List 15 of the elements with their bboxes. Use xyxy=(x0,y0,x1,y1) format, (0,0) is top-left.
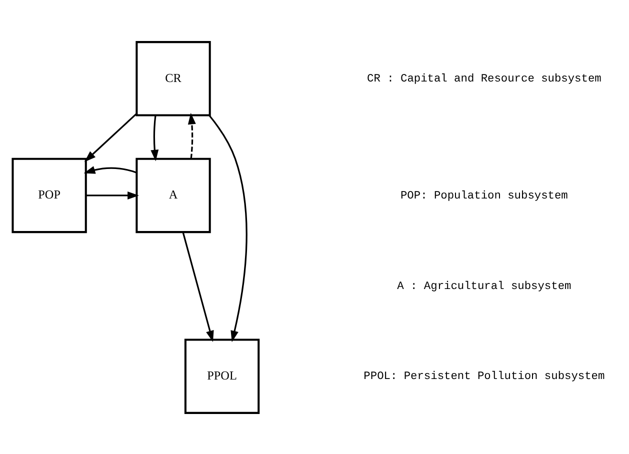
label: POP: Population subsystem xyxy=(400,190,568,202)
node-box: PPOL xyxy=(184,338,260,414)
arrow xyxy=(188,112,196,158)
arrow xyxy=(84,112,137,162)
node-box: POP xyxy=(12,157,87,233)
arrow xyxy=(84,166,137,174)
arrow xyxy=(150,114,159,161)
label: A : Agricultural subsystem xyxy=(397,280,572,292)
node-box: CR xyxy=(136,40,211,116)
arrow xyxy=(182,232,214,342)
label: CR : Capital and Resource subsystem xyxy=(367,72,602,85)
node-box: A xyxy=(136,157,211,233)
label: PPOL: Persistent Pollution subsystem xyxy=(364,370,605,383)
arrow xyxy=(86,191,139,199)
arrow xyxy=(208,114,248,342)
